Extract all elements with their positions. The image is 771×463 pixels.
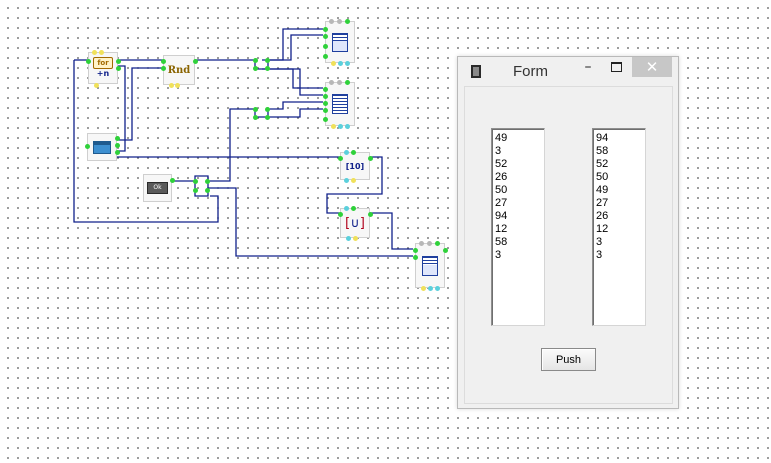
list-item[interactable]: 27 xyxy=(495,197,508,209)
form-title: Form xyxy=(513,63,548,80)
list-item[interactable]: 3 xyxy=(495,249,502,261)
app-icon xyxy=(471,65,481,78)
list-item[interactable]: 26 xyxy=(495,171,508,183)
button-component[interactable]: Ok xyxy=(143,174,175,202)
list-item[interactable]: 50 xyxy=(495,184,508,196)
list-item[interactable]: 12 xyxy=(596,223,609,235)
list-item[interactable]: 94 xyxy=(596,132,609,144)
maximize-button[interactable] xyxy=(603,57,629,77)
random-label: Rnd xyxy=(167,64,191,76)
sort-label: [ xyxy=(343,215,352,231)
list-item[interactable]: 26 xyxy=(596,210,609,222)
for-loop-sublabel: +n xyxy=(96,69,110,78)
button-component-label: Ok xyxy=(153,184,162,191)
form-window-icon xyxy=(93,140,111,154)
button-icon: Ok xyxy=(147,182,168,194)
list-item[interactable]: 58 xyxy=(495,236,508,248)
random-component[interactable]: Rnd xyxy=(161,55,198,88)
list-item[interactable]: 49 xyxy=(495,132,508,144)
minimize-button[interactable]: – xyxy=(584,59,592,75)
list-item[interactable]: 94 xyxy=(495,210,508,222)
hub-node-top xyxy=(253,57,270,71)
list-item[interactable]: 52 xyxy=(495,158,508,170)
close-button[interactable]: ✕ xyxy=(632,57,672,77)
push-button[interactable]: Push xyxy=(541,348,596,371)
listbox-component-c[interactable] xyxy=(413,241,448,291)
form-component[interactable] xyxy=(85,133,120,161)
listbox-icon xyxy=(332,32,348,52)
listbox-component-b[interactable] xyxy=(323,80,355,129)
sort-icon: [∪] xyxy=(343,215,367,231)
list-item[interactable]: 3 xyxy=(596,249,603,261)
hub-node-bottom xyxy=(193,176,210,196)
list-item[interactable]: 27 xyxy=(596,197,609,209)
list-item[interactable]: 3 xyxy=(495,145,502,157)
array-label: [10] xyxy=(345,161,365,171)
hub-node-middle xyxy=(253,106,270,120)
for-loop-icon: for xyxy=(93,57,113,69)
array-component[interactable]: [10] xyxy=(338,150,373,183)
list-item[interactable]: 52 xyxy=(596,158,609,170)
listbox-icon xyxy=(332,94,348,114)
list-item[interactable]: 49 xyxy=(596,184,609,196)
listbox-icon xyxy=(422,255,438,276)
sort-component[interactable]: [∪] xyxy=(338,206,373,241)
for-loop-component[interactable]: for +n xyxy=(86,50,121,88)
for-loop-label: for xyxy=(97,59,109,67)
form-titlebar[interactable]: Form – ✕ xyxy=(458,57,678,85)
list-item[interactable]: 3 xyxy=(596,236,603,248)
listbox-component-a[interactable] xyxy=(323,19,355,66)
list-item[interactable]: 58 xyxy=(596,145,609,157)
list-item[interactable]: 12 xyxy=(495,223,508,235)
list-item[interactable]: 50 xyxy=(596,171,609,183)
maximize-icon xyxy=(610,62,622,72)
